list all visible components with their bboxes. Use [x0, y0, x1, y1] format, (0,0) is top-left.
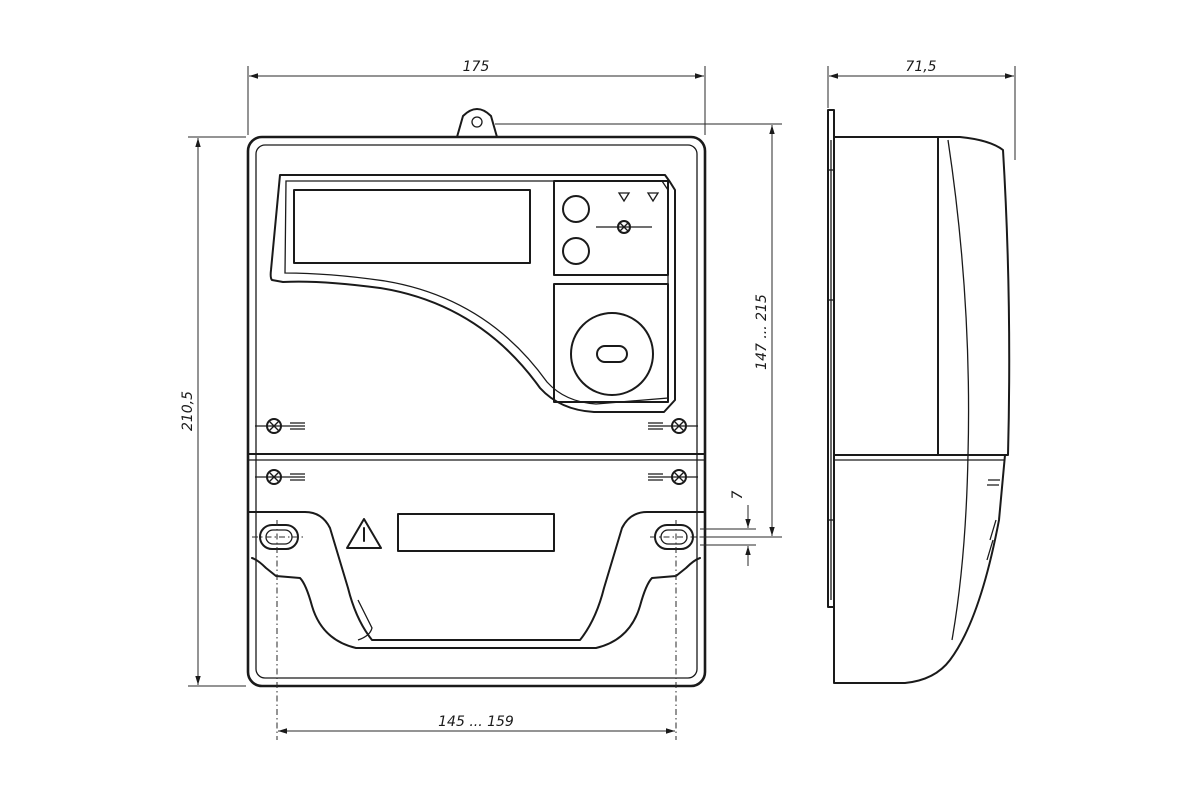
terminal-label-plate [397, 513, 555, 552]
optical-port-slot [596, 345, 628, 363]
optical-port-block [553, 283, 669, 403]
front-panel-inner [284, 180, 669, 405]
optical-port[interactable] [570, 312, 654, 396]
hanging-hook [456, 108, 498, 138]
dim-mount-width: 145 ... 159 [438, 714, 514, 730]
housing-inner-rim [255, 144, 698, 679]
dim-depth: 71,5 [905, 59, 936, 75]
dimension-labels: 175 71,5 210,5 147 ... 215 7 145 ... 159 [180, 59, 937, 730]
lcd-display [293, 189, 531, 264]
side-housing-back [833, 136, 939, 456]
triangle-down-icon [617, 192, 631, 203]
side-front-curve [947, 139, 970, 456]
side-front-cover [937, 136, 1011, 456]
dim-overall-width: 175 [463, 59, 490, 75]
terminal-cover-outline [247, 511, 706, 641]
dimension-lines [188, 66, 1016, 740]
dim-mount-height: 147 ... 215 [754, 294, 770, 370]
button-bottom[interactable] [562, 237, 590, 265]
screw-upper-right [648, 418, 698, 434]
side-view [827, 109, 1011, 684]
dim-slot-height: 7 [730, 490, 746, 499]
button-block [553, 180, 669, 276]
screw-lower-right [648, 469, 698, 485]
seal-screw-icon [617, 220, 631, 234]
side-front-curve-lower [951, 454, 969, 641]
terminal-cover-lower [251, 557, 701, 649]
triangle-down-icon [646, 192, 660, 203]
screw-lower-left [255, 469, 305, 485]
dim-overall-height: 210,5 [180, 391, 196, 431]
warning-triangle-icon [346, 518, 382, 549]
front-panel [269, 174, 676, 413]
side-housing-lower [833, 454, 1006, 684]
button-top[interactable] [562, 195, 590, 223]
hook-hole [471, 116, 483, 128]
terminal-cover-inner [357, 599, 373, 641]
meter-housing [246, 135, 707, 688]
front-view [246, 108, 707, 688]
screw-upper-left [255, 418, 305, 434]
